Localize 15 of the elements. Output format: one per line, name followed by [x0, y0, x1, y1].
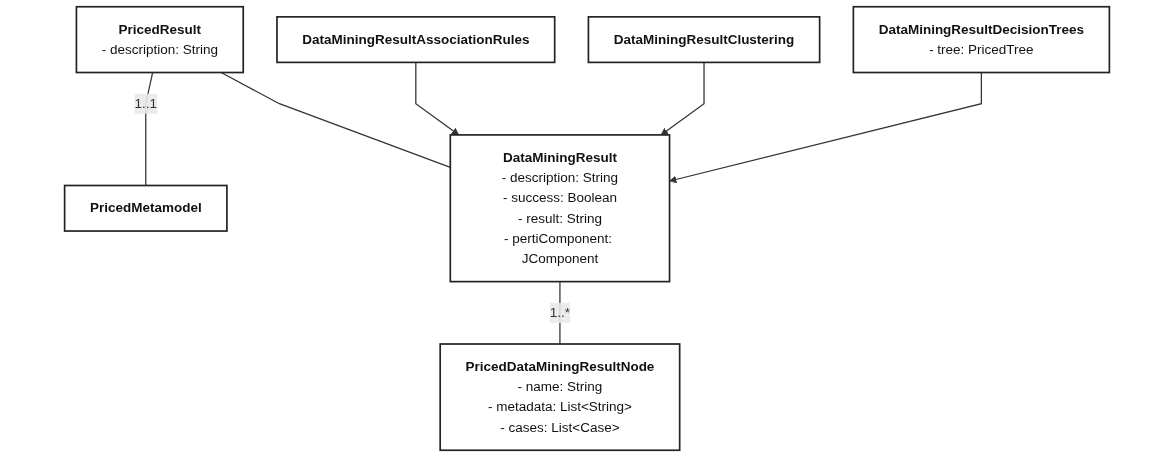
- node-box: PricedMetamodel: [63, 184, 228, 232]
- edge-label: 1..*: [549, 305, 571, 320]
- node-box: DataMiningResultAssociationRules: [276, 16, 556, 64]
- connector: [559, 281, 561, 345]
- connector: [145, 71, 154, 187]
- arrow: [660, 61, 705, 136]
- node-box: PricedDataMiningResultNode - name: String - metadata: List<String> - cases: List<Case>: [439, 343, 681, 452]
- edge-label: 1..1: [134, 96, 158, 111]
- connector: [220, 71, 451, 169]
- node-box: PricedResult - description: String: [75, 5, 245, 74]
- node-box: DataMiningResultDecisionTrees - tree: PricedTree: [852, 5, 1111, 74]
- arrow: [415, 61, 460, 136]
- node-box: DataMiningResult - description: String - success: Boolean - result: String - pertiComponent: JComponent: [449, 134, 671, 283]
- node-box: DataMiningResultClustering: [587, 16, 821, 64]
- arrow: [669, 71, 982, 184]
